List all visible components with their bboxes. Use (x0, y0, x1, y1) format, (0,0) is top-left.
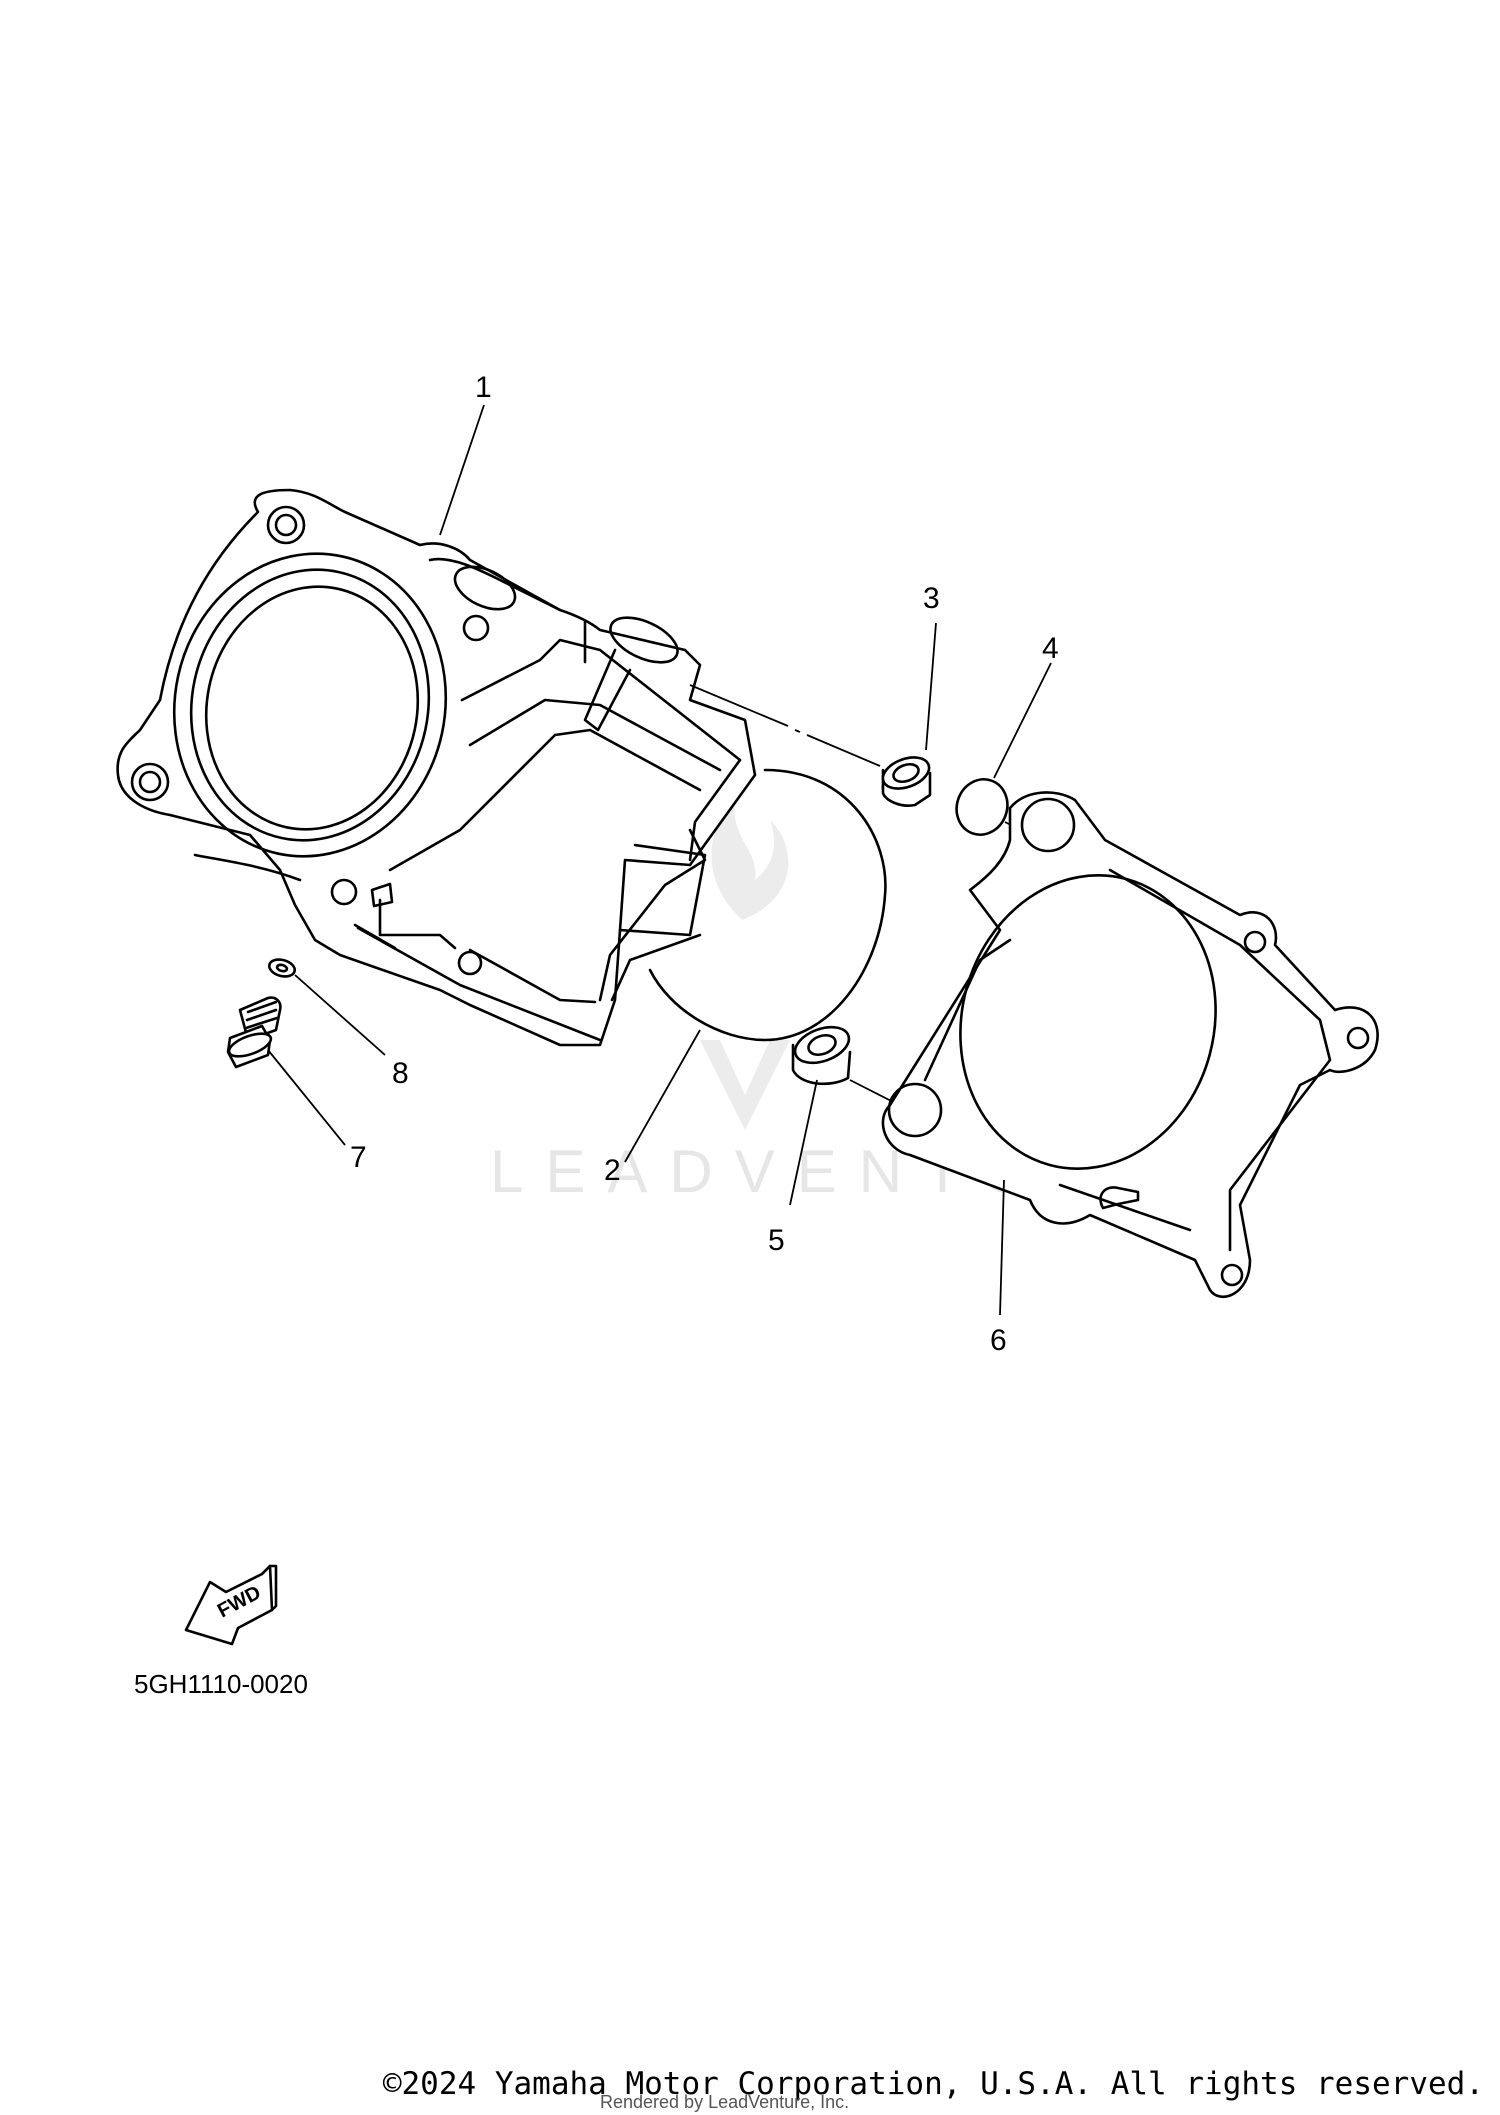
dowel-pin-lower-part (791, 1025, 906, 1109)
callout-6: 6 (990, 1324, 1007, 1357)
callout-1: 1 (475, 371, 492, 404)
callout-labels: 1 2 3 4 5 6 7 8 (350, 371, 1059, 1357)
rendered-by-credit: Rendered by LeadVenture, Inc. (600, 2092, 850, 2112)
dowel-pin-part (881, 756, 932, 807)
o-ring-part (648, 768, 887, 1042)
watermark-flame-icon (700, 800, 790, 1130)
callout-5: 5 (768, 1224, 785, 1257)
callout-8: 8 (392, 1057, 409, 1090)
bolt-part (226, 996, 282, 1069)
leader-lines (267, 404, 1052, 1316)
callout-2: 2 (604, 1154, 621, 1187)
cylinder-gasket-part (881, 791, 1379, 1299)
callout-3: 3 (923, 582, 940, 615)
cylinder-part (116, 488, 881, 1047)
diagram-code: 5GH1110-0020 (134, 1669, 308, 1699)
callout-7: 7 (350, 1141, 367, 1174)
fwd-arrow-icon: FWD (184, 1564, 278, 1646)
washer-part (267, 958, 297, 978)
copyright-notice: ©2024 Yamaha Motor Corporation, U.S.A. A… (382, 2066, 1484, 2102)
callout-4: 4 (1042, 632, 1059, 665)
